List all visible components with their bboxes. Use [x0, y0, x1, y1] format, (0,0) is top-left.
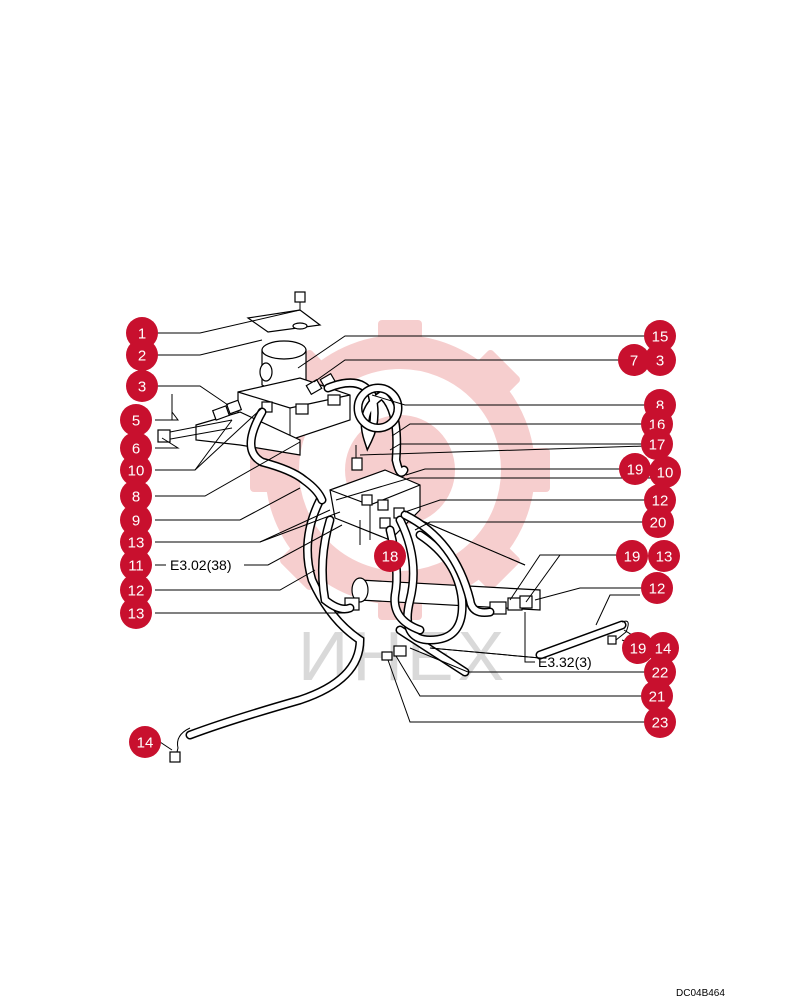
callout-label: 12 — [652, 493, 669, 510]
callout-label: 10 — [657, 465, 674, 482]
callout-18: 18 — [374, 540, 406, 572]
callout-label: 9 — [132, 513, 140, 530]
callout-circle — [120, 504, 152, 536]
callout-circle — [126, 370, 158, 402]
callout-label: 20 — [650, 515, 667, 532]
callout-label: 7 — [630, 353, 638, 370]
callout-label: 3 — [656, 353, 664, 370]
callout-circle — [120, 549, 152, 581]
callout-19: 19 — [622, 632, 654, 664]
callout-label: 19 — [627, 462, 644, 479]
callout-14: 14 — [647, 632, 679, 664]
callout-label: 17 — [649, 437, 666, 454]
callout-circle — [641, 428, 673, 460]
callout-circle — [618, 344, 650, 376]
callout-circle — [644, 320, 676, 352]
reference-text-e3-32: E3.32(3) — [538, 654, 592, 670]
callout-14: 14 — [129, 726, 161, 758]
callout-label: 12 — [649, 581, 666, 598]
callout-1: 1 — [126, 317, 158, 349]
callout-12: 12 — [641, 572, 673, 604]
callout-circle — [641, 572, 673, 604]
callout-circle — [647, 632, 679, 664]
callout-20: 20 — [642, 506, 674, 538]
callout-circle — [649, 456, 681, 488]
callout-circle — [129, 726, 161, 758]
callout-label: 19 — [624, 549, 641, 566]
callout-12: 12 — [120, 574, 152, 606]
callout-5: 5 — [120, 404, 152, 436]
callout-label: 11 — [128, 558, 144, 575]
callout-label: 21 — [649, 689, 666, 706]
callout-circle — [648, 540, 680, 572]
callout-label: 23 — [652, 715, 669, 732]
callout-label: 2 — [138, 348, 146, 365]
callout-13: 13 — [120, 597, 152, 629]
callout-label: 22 — [652, 665, 669, 682]
callout-circle — [644, 656, 676, 688]
callout-circle — [120, 574, 152, 606]
drawing-code: DC04B464 — [676, 988, 725, 999]
callout-3: 3 — [126, 370, 158, 402]
parts-drawing — [157, 291, 629, 763]
callout-label: 13 — [128, 535, 145, 552]
callout-label: 6 — [132, 441, 140, 458]
callout-label: 19 — [630, 641, 647, 658]
callout-circle — [126, 317, 158, 349]
callout-label: 15 — [652, 329, 669, 346]
callout-circle — [641, 680, 673, 712]
callout-15: 15 — [644, 320, 676, 352]
callout-label: 13 — [128, 606, 145, 623]
callout-6: 6 — [120, 432, 152, 464]
leader-lines — [155, 309, 663, 751]
callout-label: 10 — [128, 463, 145, 480]
callout-label: 8 — [132, 489, 140, 506]
callout-label: 14 — [137, 735, 154, 752]
callout-19: 19 — [619, 453, 651, 485]
callout-13: 13 — [648, 540, 680, 572]
callout-13: 13 — [120, 526, 152, 558]
callout-circle — [644, 706, 676, 738]
callout-circle — [120, 480, 152, 512]
callout-19: 19 — [616, 540, 648, 572]
callout-circle — [644, 344, 676, 376]
callout-22: 22 — [644, 656, 676, 688]
callout-label: 5 — [132, 413, 140, 430]
callout-circle — [126, 339, 158, 371]
callout-label: 1 — [138, 326, 146, 343]
callout-circle — [619, 453, 651, 485]
callout-10: 10 — [120, 454, 152, 486]
callout-circle — [120, 432, 152, 464]
callout-circle — [120, 526, 152, 558]
callout-circle — [622, 632, 654, 664]
callout-label: 3 — [138, 379, 146, 396]
callout-10: 10 — [649, 456, 681, 488]
callout-17: 17 — [641, 428, 673, 460]
callout-label: 13 — [656, 549, 673, 566]
callout-circle — [616, 540, 648, 572]
callout-11: 11 — [120, 549, 152, 581]
callout-circle — [642, 506, 674, 538]
callout-8: 8 — [120, 480, 152, 512]
callout-circle — [120, 454, 152, 486]
callout-label: 14 — [655, 641, 672, 658]
callout-9: 9 — [120, 504, 152, 536]
callout-7: 7 — [618, 344, 650, 376]
callout-21: 21 — [641, 680, 673, 712]
callout-label: 18 — [382, 549, 399, 566]
callout-23: 23 — [644, 706, 676, 738]
callout-circle — [120, 404, 152, 436]
reference-text-e3-02: E3.02(38) — [170, 557, 231, 573]
callout-3: 3 — [644, 344, 676, 376]
callout-circle — [120, 597, 152, 629]
callout-label: 8 — [656, 398, 664, 415]
callout-circle — [374, 540, 406, 572]
callout-2: 2 — [126, 339, 158, 371]
callout-label: 12 — [128, 583, 145, 600]
